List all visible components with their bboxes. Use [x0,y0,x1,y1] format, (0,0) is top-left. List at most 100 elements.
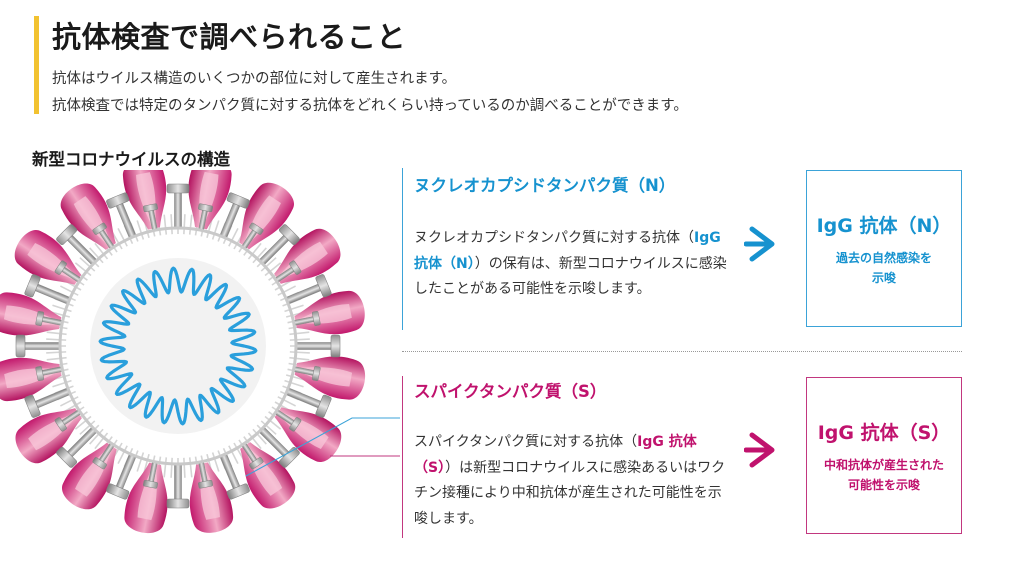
section-divider [402,351,962,352]
n-section-title: ヌクレオカプシドタンパク質（N） [414,176,676,195]
membrane-protein [258,224,300,266]
membrane-protein [106,192,137,239]
virus-core [90,258,266,434]
fringe-stroke [74,262,92,277]
n-result-desc: 過去の自然感染を 示唆 [807,248,961,288]
fringe-stroke [211,220,220,240]
small-membrane-protein [198,203,213,232]
membrane-protein [295,334,341,358]
s-result-desc: 中和抗体が産生された 可能性を示唆 [807,455,961,495]
fringe-stroke [79,257,96,272]
intro-line-2: 抗体検査では特定のタンパク質に対する抗体をどれくらい持っているのか調べることがで… [52,98,688,114]
n-body-highlight: IgG 抗体（N） [414,230,721,272]
s-section-body: スパイクタンパク質に対する抗体（IgG 抗体（S））は新型コロナウイルスに感染あ… [414,430,732,532]
fringe-stroke [277,396,296,407]
s-arrow-icon [744,432,775,468]
fringe-stroke [228,445,239,464]
fringe-stroke [117,228,128,247]
fringe-stroke [252,428,267,445]
n-result-title: IgG 抗体（N） [816,215,952,237]
coronavirus-illustration [0,170,400,533]
intro-text: 抗体はウイルス構造のいくつかの部位に対して産生されます。 抗体検査では特定のタン… [52,66,688,120]
membrane-protein [258,426,300,468]
s-result-box: IgG 抗体（S） 中和抗体が産生された 可能性を示唆 [806,377,962,534]
fringe-stroke [46,351,67,354]
fringe-stroke [94,242,109,260]
fringe-stroke [183,214,186,235]
s-body-post: ）は新型コロナウイルスに感染あるいはワクチン接種により中和抗体が産生された可能性… [414,459,726,527]
fringe-stroke [260,420,277,435]
membrane-proteins [15,183,341,509]
small-membrane-protein [143,460,158,489]
s-result-desc-line-1: 中和抗体が産生された [823,458,944,472]
nucleocapsid-rna [98,266,258,426]
fringe-stroke [247,432,262,450]
fringe-stroke [183,457,186,478]
small-membrane-protein [292,366,321,381]
fringe-stroke [264,262,282,277]
membrane-protein [166,183,190,229]
fringe-stroke [188,214,193,235]
small-membrane-protein [241,442,264,470]
structure-title: 新型コロナウイルスの構造 [32,150,230,169]
fringe-stroke [52,304,72,313]
n-section-body: ヌクレオカプシドタンパク質に対する抗体（IgG 抗体（N））の保有は、新型コロナ… [414,226,732,303]
fringe-stroke [284,379,304,388]
fringe-stroke [289,351,310,354]
fringe-stroke [46,331,67,336]
fringe-stroke [170,457,173,478]
small-membrane-protein [35,366,64,381]
fringe-stroke [211,452,220,472]
page-title: 抗体検査で調べられること [52,20,407,54]
fringe-stroke [289,338,310,341]
fringe-stroke [89,428,104,445]
small-membrane-protein [143,203,158,232]
membrane-protein [166,463,190,509]
s-body-highlight: IgG 抗体（S） [414,434,697,476]
fringe-stroke [170,214,173,235]
s-result-desc-line-2: 可能性を示唆 [847,478,920,492]
fringe-stroke [277,285,296,296]
fringe-stroke [163,214,168,235]
n-body-pre: ヌクレオカプシドタンパク質に対する抗体（ [414,230,694,246]
fringe-stroke [228,228,239,247]
fringe-stroke [163,457,168,478]
n-body-post: ）の保有は、新型コロナウイルスに感染したことがある可能性を示唆します。 [414,255,727,298]
small-membrane-protein [198,460,213,489]
s-body-pre: スパイクタンパク質に対する抗体（ [414,434,638,450]
fringe-stroke [46,338,67,341]
small-membrane-protein [92,442,115,470]
fringe-stroke [46,356,67,361]
spike-proteins [0,170,365,533]
fringe-stroke [260,257,277,272]
membrane-protein [106,453,137,500]
n-section-rule [402,168,403,330]
small-membrane-protein [241,222,264,250]
s-section-title: スパイクタンパク質（S） [414,382,607,401]
fringe-stroke [89,247,104,264]
fringe-stroke [252,247,267,264]
intro-line-1: 抗体はウイルス構造のいくつかの部位に対して産生されます。 [52,71,457,87]
n-result-box: IgG 抗体（N） 過去の自然感染を 示唆 [806,170,962,327]
fringe-stroke [289,356,310,361]
n-result-desc-line-2: 示唆 [871,271,896,285]
n-leader-line [245,417,400,477]
membrane-protein [219,453,250,500]
membrane-ring [58,226,298,466]
membrane-protein [24,274,71,305]
membrane-protein [56,224,98,266]
title-accent-bar [34,16,39,114]
n-arrow-icon [744,226,775,262]
fringe-stroke [247,242,262,260]
fringe-stroke [289,331,310,336]
fringe-stroke [117,445,128,464]
fringe-stroke [60,396,79,407]
fringe-stroke [188,457,193,478]
fringe-stroke [60,285,79,296]
s-section-rule [402,376,403,538]
fringe-stroke [264,415,282,430]
fringe-stroke [94,432,109,450]
n-result-desc-line-1: 過去の自然感染を [835,251,932,265]
s-result-title: IgG 抗体（S） [817,422,951,444]
membrane-protein [15,334,61,358]
